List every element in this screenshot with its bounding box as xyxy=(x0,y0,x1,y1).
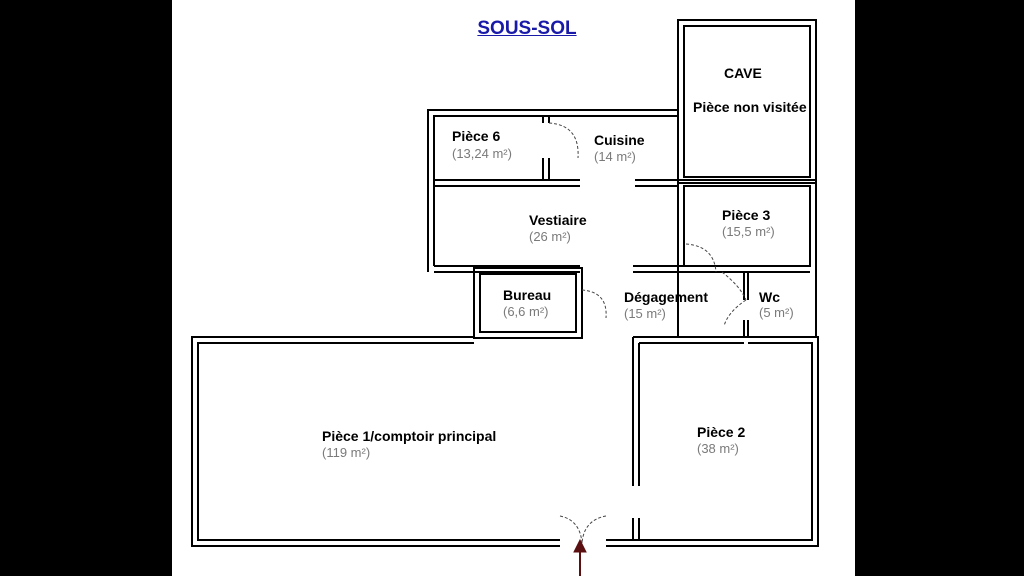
room-cave-note: Pièce non visitée xyxy=(693,99,807,115)
main-inner xyxy=(197,342,813,541)
room-piece3-name: Pièce 3 xyxy=(722,207,771,223)
room-cuisine-area: (14 m²) xyxy=(594,149,636,164)
piece3-wc-outer xyxy=(677,179,817,338)
door-entrance-right xyxy=(581,515,607,544)
door-wc-top xyxy=(721,271,747,301)
entrance-arrow xyxy=(573,538,587,576)
room-wc-area: (5 m²) xyxy=(759,305,794,320)
vestiaire-bottom xyxy=(434,265,684,273)
room-cave-name: CAVE xyxy=(724,65,762,81)
room-piece2-area: (38 m²) xyxy=(697,441,739,456)
doors xyxy=(548,122,747,544)
piece2-wall xyxy=(632,336,744,540)
room-piece1-area: (119 m²) xyxy=(322,445,371,460)
room-piece3-area: (15,5 m²) xyxy=(722,224,775,239)
main-outer xyxy=(191,336,819,547)
cave-wall-outer xyxy=(677,19,817,184)
room-degagement-area: (15 m²) xyxy=(624,306,666,321)
room-bureau-name: Bureau xyxy=(503,287,552,303)
door-piece6 xyxy=(548,122,579,159)
bureau-inner xyxy=(479,273,577,333)
room-piece2-name: Pièce 2 xyxy=(697,424,746,440)
bureau-outer xyxy=(473,267,583,339)
piece6-partition xyxy=(542,116,550,180)
door-piece3 xyxy=(685,243,717,273)
room-vestiaire-name: Vestiaire xyxy=(529,212,587,228)
room-piece1-name: Pièce 1/comptoir principal xyxy=(322,428,497,444)
top-block-inner xyxy=(433,115,678,266)
wc-partition xyxy=(743,272,749,337)
room-cuisine-name: Cuisine xyxy=(594,132,645,148)
room-vestiaire-area: (26 m²) xyxy=(529,229,571,244)
room-piece6-name: Pièce 6 xyxy=(452,128,501,144)
top-block-outer xyxy=(427,109,678,272)
walls xyxy=(191,19,819,547)
room-wc-name: Wc xyxy=(759,289,780,305)
piece3-inner xyxy=(683,185,811,267)
plan-title: SOUS-SOL xyxy=(477,18,577,39)
row1-bottom-wall xyxy=(434,179,678,187)
plan-sheet xyxy=(172,0,855,576)
door-wc-bottom xyxy=(723,299,747,327)
room-piece6-area: (13,24 m²) xyxy=(452,146,512,161)
room-bureau-area: (6,6 m²) xyxy=(503,304,549,319)
door-bureau xyxy=(581,289,607,319)
room-degagement-name: Dégagement xyxy=(624,289,709,305)
door-entrance-left xyxy=(559,515,583,544)
cave-wall-inner xyxy=(683,25,811,178)
